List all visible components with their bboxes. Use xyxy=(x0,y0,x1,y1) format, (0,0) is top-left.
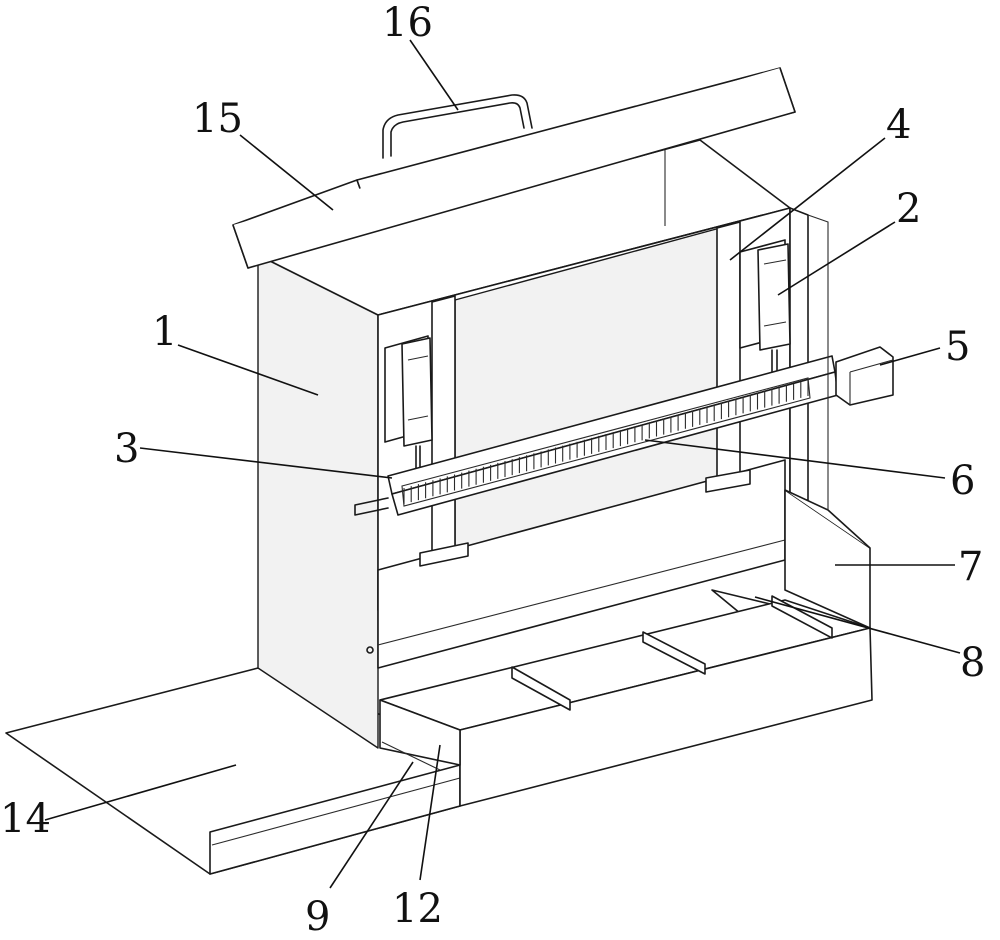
label-16: 16 xyxy=(382,0,433,46)
label-14: 14 xyxy=(0,796,51,842)
label-2: 2 xyxy=(896,186,921,232)
label-5: 5 xyxy=(945,324,970,370)
label-6: 6 xyxy=(950,458,975,504)
label-3: 3 xyxy=(114,426,139,472)
label-7: 7 xyxy=(958,544,983,590)
label-12: 12 xyxy=(392,886,443,932)
label-4: 4 xyxy=(886,102,911,148)
label-1: 1 xyxy=(152,309,177,355)
label-8: 8 xyxy=(960,640,985,686)
label-9: 9 xyxy=(305,894,330,940)
leader-lines xyxy=(44,39,961,889)
label-15: 15 xyxy=(192,96,243,142)
cylinders xyxy=(384,239,791,471)
motor xyxy=(835,346,894,406)
rack-bar xyxy=(354,355,839,516)
